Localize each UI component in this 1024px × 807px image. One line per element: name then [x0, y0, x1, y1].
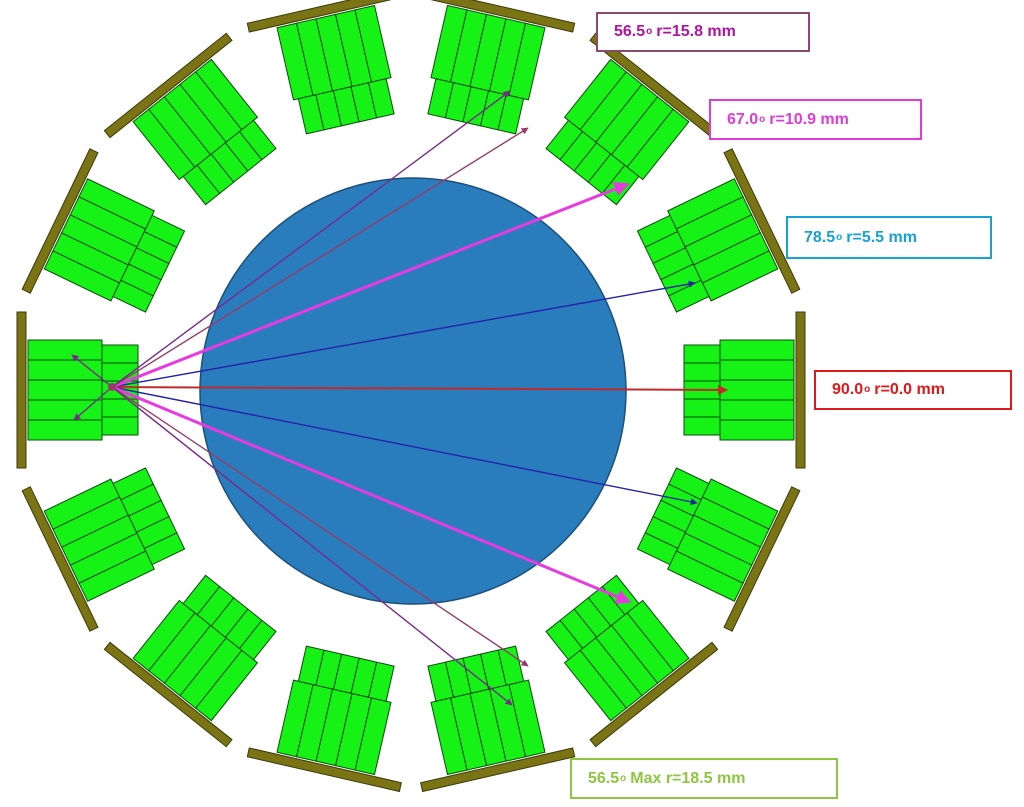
ray-arrow: [111, 127, 529, 388]
label-radius: r=15.8 mm: [656, 23, 736, 40]
degree-mark: o: [836, 231, 843, 243]
degree-mark: o: [620, 772, 627, 784]
ray-arrow: [111, 386, 513, 706]
ray-arrows: [71, 90, 728, 706]
detector-crystal: [427, 661, 455, 702]
detector-crystal: [636, 532, 679, 566]
detector-crystal: [238, 119, 277, 161]
detector-module: [636, 178, 779, 313]
detector-crystal: [683, 344, 721, 364]
ray-arrow: [111, 181, 630, 389]
detector-module: [43, 178, 186, 313]
detector-module: [132, 58, 277, 206]
ring-plate: [589, 641, 719, 748]
ring-plate: [16, 311, 27, 469]
label-radius: r=10.9 mm: [769, 110, 849, 128]
detector-module: [27, 339, 139, 441]
ring-plate: [723, 148, 801, 294]
ring-plate: [103, 32, 233, 139]
detector-crystal: [683, 362, 721, 382]
detector-crystal: [367, 78, 395, 119]
degree-mark: o: [759, 113, 766, 125]
label-angle: 56.5: [614, 23, 646, 40]
detector-module: [276, 4, 395, 135]
detector-crystal: [668, 279, 710, 313]
detector-crystal: [182, 574, 221, 616]
ring-plate: [246, 0, 402, 33]
degree-mark: o: [646, 26, 653, 37]
detector-crystal: [27, 419, 103, 441]
ray-arrow: [111, 385, 632, 604]
detector-crystal: [545, 619, 584, 661]
ray-arrow: [71, 354, 113, 388]
ring-plate: [723, 486, 801, 632]
label-radius: Max r=18.5 mm: [630, 769, 746, 787]
detector-crystal: [719, 399, 795, 421]
detector-crystal: [719, 359, 795, 381]
ring-plate: [246, 747, 402, 793]
label-angle: 78.5: [804, 228, 836, 246]
detector-crystal: [143, 214, 186, 248]
ring-plate: [21, 486, 99, 632]
detector-crystal: [101, 344, 139, 364]
detector-module: [43, 467, 186, 602]
label-radius: r=0.0 mm: [874, 381, 945, 398]
ray-arrow: [111, 384, 728, 395]
detector-module: [636, 467, 779, 602]
detector-crystal: [719, 339, 795, 361]
ray-arrow: [111, 280, 696, 388]
detector-crystal: [719, 419, 795, 441]
detector-module: [545, 58, 690, 206]
ray-arrow: [73, 386, 113, 421]
ring-plate: [795, 311, 806, 469]
detector-module: [132, 574, 277, 722]
detector-crystal: [297, 645, 325, 686]
label-angle: 67.0: [727, 110, 759, 128]
ray-arrow: [111, 386, 698, 506]
detector-array: [27, 4, 795, 776]
detector-crystal: [101, 416, 139, 436]
detector-crystal: [27, 379, 103, 401]
detector-crystal: [101, 398, 139, 418]
label-radius: r=5.5 mm: [846, 228, 917, 246]
detector-crystal: [497, 94, 525, 135]
ring-plate: [103, 641, 233, 748]
detector-crystal: [27, 339, 103, 361]
label-angle: 56.5: [588, 769, 620, 787]
detector-crystal: [112, 467, 154, 501]
detector-module: [276, 645, 395, 776]
detector-crystal: [683, 416, 721, 436]
ring-plate: [420, 0, 576, 33]
detector-module: [545, 574, 690, 722]
detector-crystal: [719, 379, 795, 401]
ring-plate: [420, 747, 576, 793]
ray-arrow: [111, 386, 529, 667]
ray-arrow: [111, 90, 511, 388]
detector-module: [427, 4, 546, 135]
detector-crystal: [683, 398, 721, 418]
target-disk: [199, 177, 627, 605]
ray-source: [108, 383, 116, 391]
detector-crystal: [27, 399, 103, 421]
support-ring: [16, 0, 806, 793]
detector-module: [683, 339, 795, 441]
degree-mark: o: [864, 384, 871, 395]
label-angle: 90.0: [832, 381, 864, 398]
ring-plate: [21, 148, 99, 294]
